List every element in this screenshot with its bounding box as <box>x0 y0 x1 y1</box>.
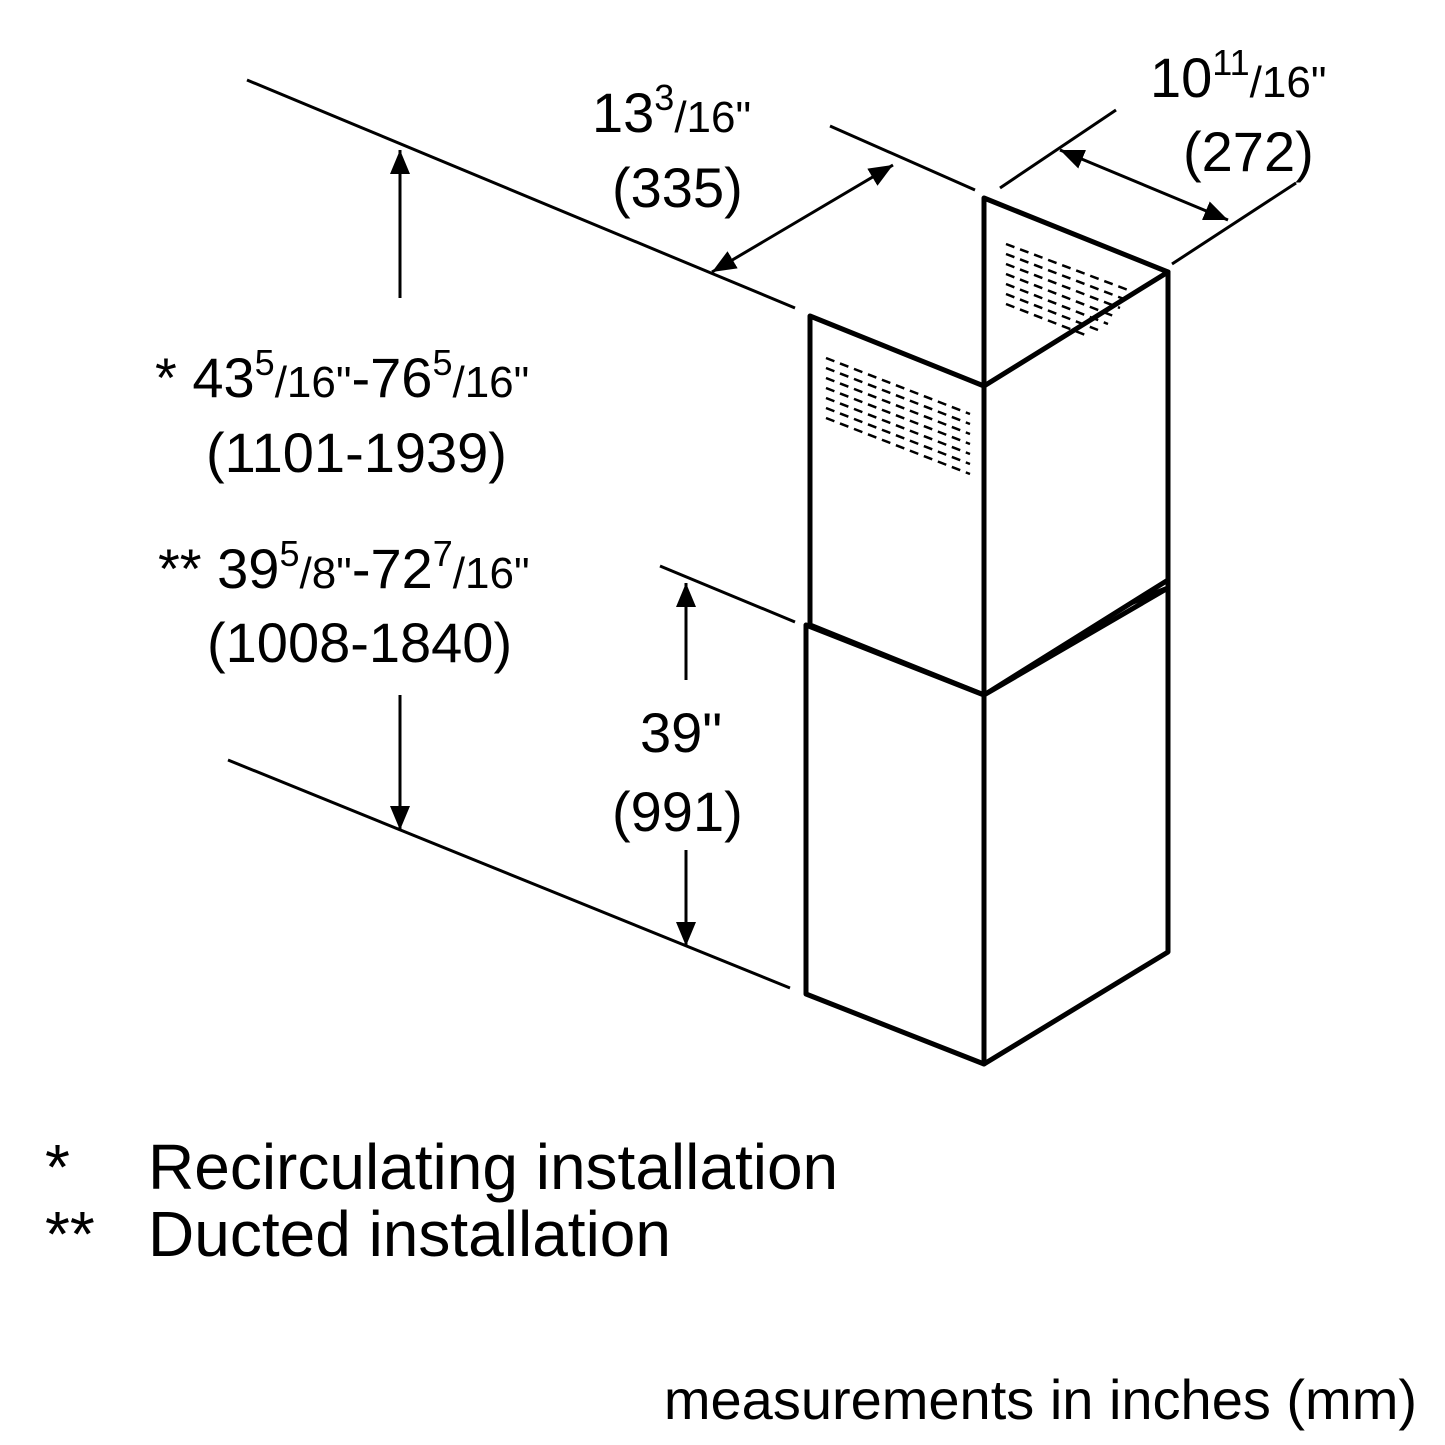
lower-chimney-section <box>803 585 1171 1067</box>
depth-inches: 133/16" <box>592 77 752 144</box>
upper-chimney-section <box>807 195 1171 698</box>
width-dimension-label: 1011/16" <box>1150 42 1327 109</box>
width-arrow <box>1059 148 1229 222</box>
lower-section-reference-line <box>659 564 796 624</box>
depth-metric-label: (335) <box>612 156 743 219</box>
depth-extension-line <box>829 124 976 192</box>
lower-height-label: 39" <box>640 701 723 764</box>
legend-marker-ducted: ** <box>45 1198 95 1270</box>
legend-text-ducted: Ducted installation <box>148 1198 671 1270</box>
legend-text-recirculating: Recirculating installation <box>148 1131 839 1203</box>
width-extension-line-right <box>1171 181 1297 266</box>
legend-marker-recirculating: * <box>45 1131 70 1203</box>
front-vent-slots <box>825 356 971 476</box>
width-extension-line-left <box>999 108 1117 190</box>
ducted-metric-label: (1008-1840) <box>207 611 513 674</box>
ceiling-reference-line <box>246 78 796 310</box>
lower-height-metric-label: (991) <box>612 780 743 843</box>
recirculating-metric-label: (1101-1939) <box>206 421 507 484</box>
recirculating-range-label: * 435/16"-765/16" <box>155 342 530 409</box>
depth-arrow <box>711 163 894 274</box>
floor-reference-line <box>227 758 791 990</box>
depth-dimension-label: 133/16" <box>592 80 751 141</box>
units-note: measurements in inches (mm) <box>663 1368 1417 1431</box>
width-metric-label: (272) <box>1183 120 1314 183</box>
ducted-range-label: ** 395/8"-727/16" <box>158 533 530 600</box>
back-vent-slots <box>1005 242 1129 338</box>
